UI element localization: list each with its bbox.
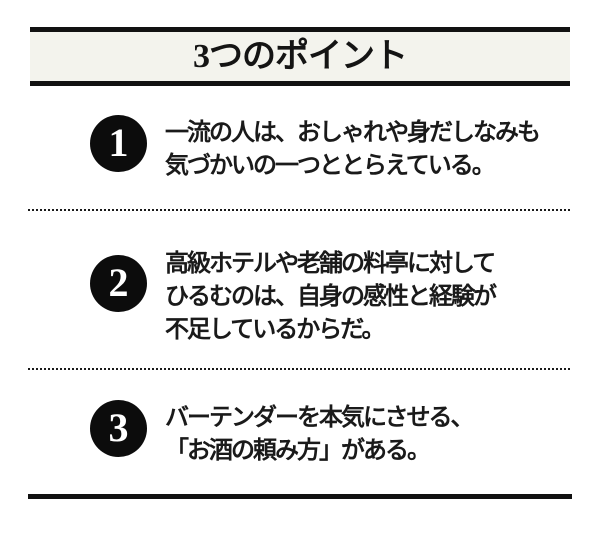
- bottom-rule: [28, 494, 572, 499]
- point-2-number: 2: [108, 259, 129, 305]
- title-band: 3つのポイント: [30, 27, 570, 86]
- point-2-text: 高級ホテルや老舗の料亭に対して ひるむのは、自身の感性と経験が 不足しているから…: [165, 247, 497, 346]
- point-1-line-1: 一流の人は、おしゃれや身だしなみも: [165, 119, 541, 146]
- point-2-number-badge: 2: [90, 255, 147, 312]
- dotted-separator-1: [28, 209, 572, 211]
- point-2-line-3: 不足しているからだ。: [165, 316, 386, 343]
- point-1-number: 1: [108, 119, 129, 165]
- dotted-separator-2: [28, 368, 572, 370]
- point-1-number-badge: 1: [90, 115, 147, 172]
- point-3-line-2: 「お酒の頼み方」がある。: [165, 437, 431, 464]
- point-2-line-2: ひるむのは、自身の感性と経験が: [165, 283, 497, 310]
- point-3-line-1: バーテンダーを本気にさせる、: [165, 404, 475, 431]
- panel-title: 3つのポイント: [193, 37, 408, 75]
- point-1-line-2: 気づかいの一つととらえている。: [165, 152, 496, 179]
- point-3-number-badge: 3: [90, 400, 147, 457]
- point-2-line-1: 高級ホテルや老舗の料亭に対して: [165, 250, 496, 277]
- point-3-text: バーテンダーを本気にさせる、 「お酒の頼み方」がある。: [165, 401, 475, 467]
- point-3-number: 3: [108, 404, 129, 450]
- point-1-text: 一流の人は、おしゃれや身だしなみも 気づかいの一つととらえている。: [165, 116, 541, 182]
